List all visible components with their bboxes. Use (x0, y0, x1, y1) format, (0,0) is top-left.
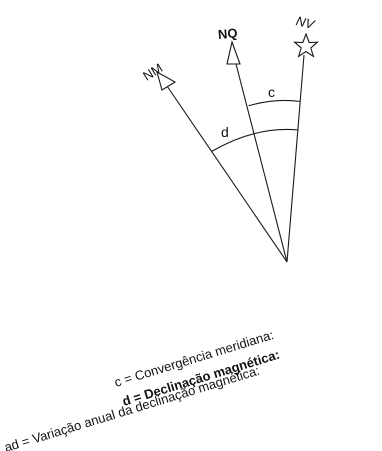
arc-d (211, 128, 299, 152)
nv-label: NV (295, 13, 317, 32)
angle-d-label: d (221, 124, 229, 140)
angle-c-label: c (268, 84, 275, 100)
nm-arrow-icon (156, 70, 177, 91)
nv-star-icon (293, 32, 319, 58)
nm-ray (166, 85, 288, 263)
nq-arrow-icon (226, 40, 241, 65)
nv-ray (286, 54, 305, 263)
nq-ray (234, 59, 288, 263)
nq-label: NQ (217, 25, 238, 42)
arc-c (248, 99, 301, 107)
